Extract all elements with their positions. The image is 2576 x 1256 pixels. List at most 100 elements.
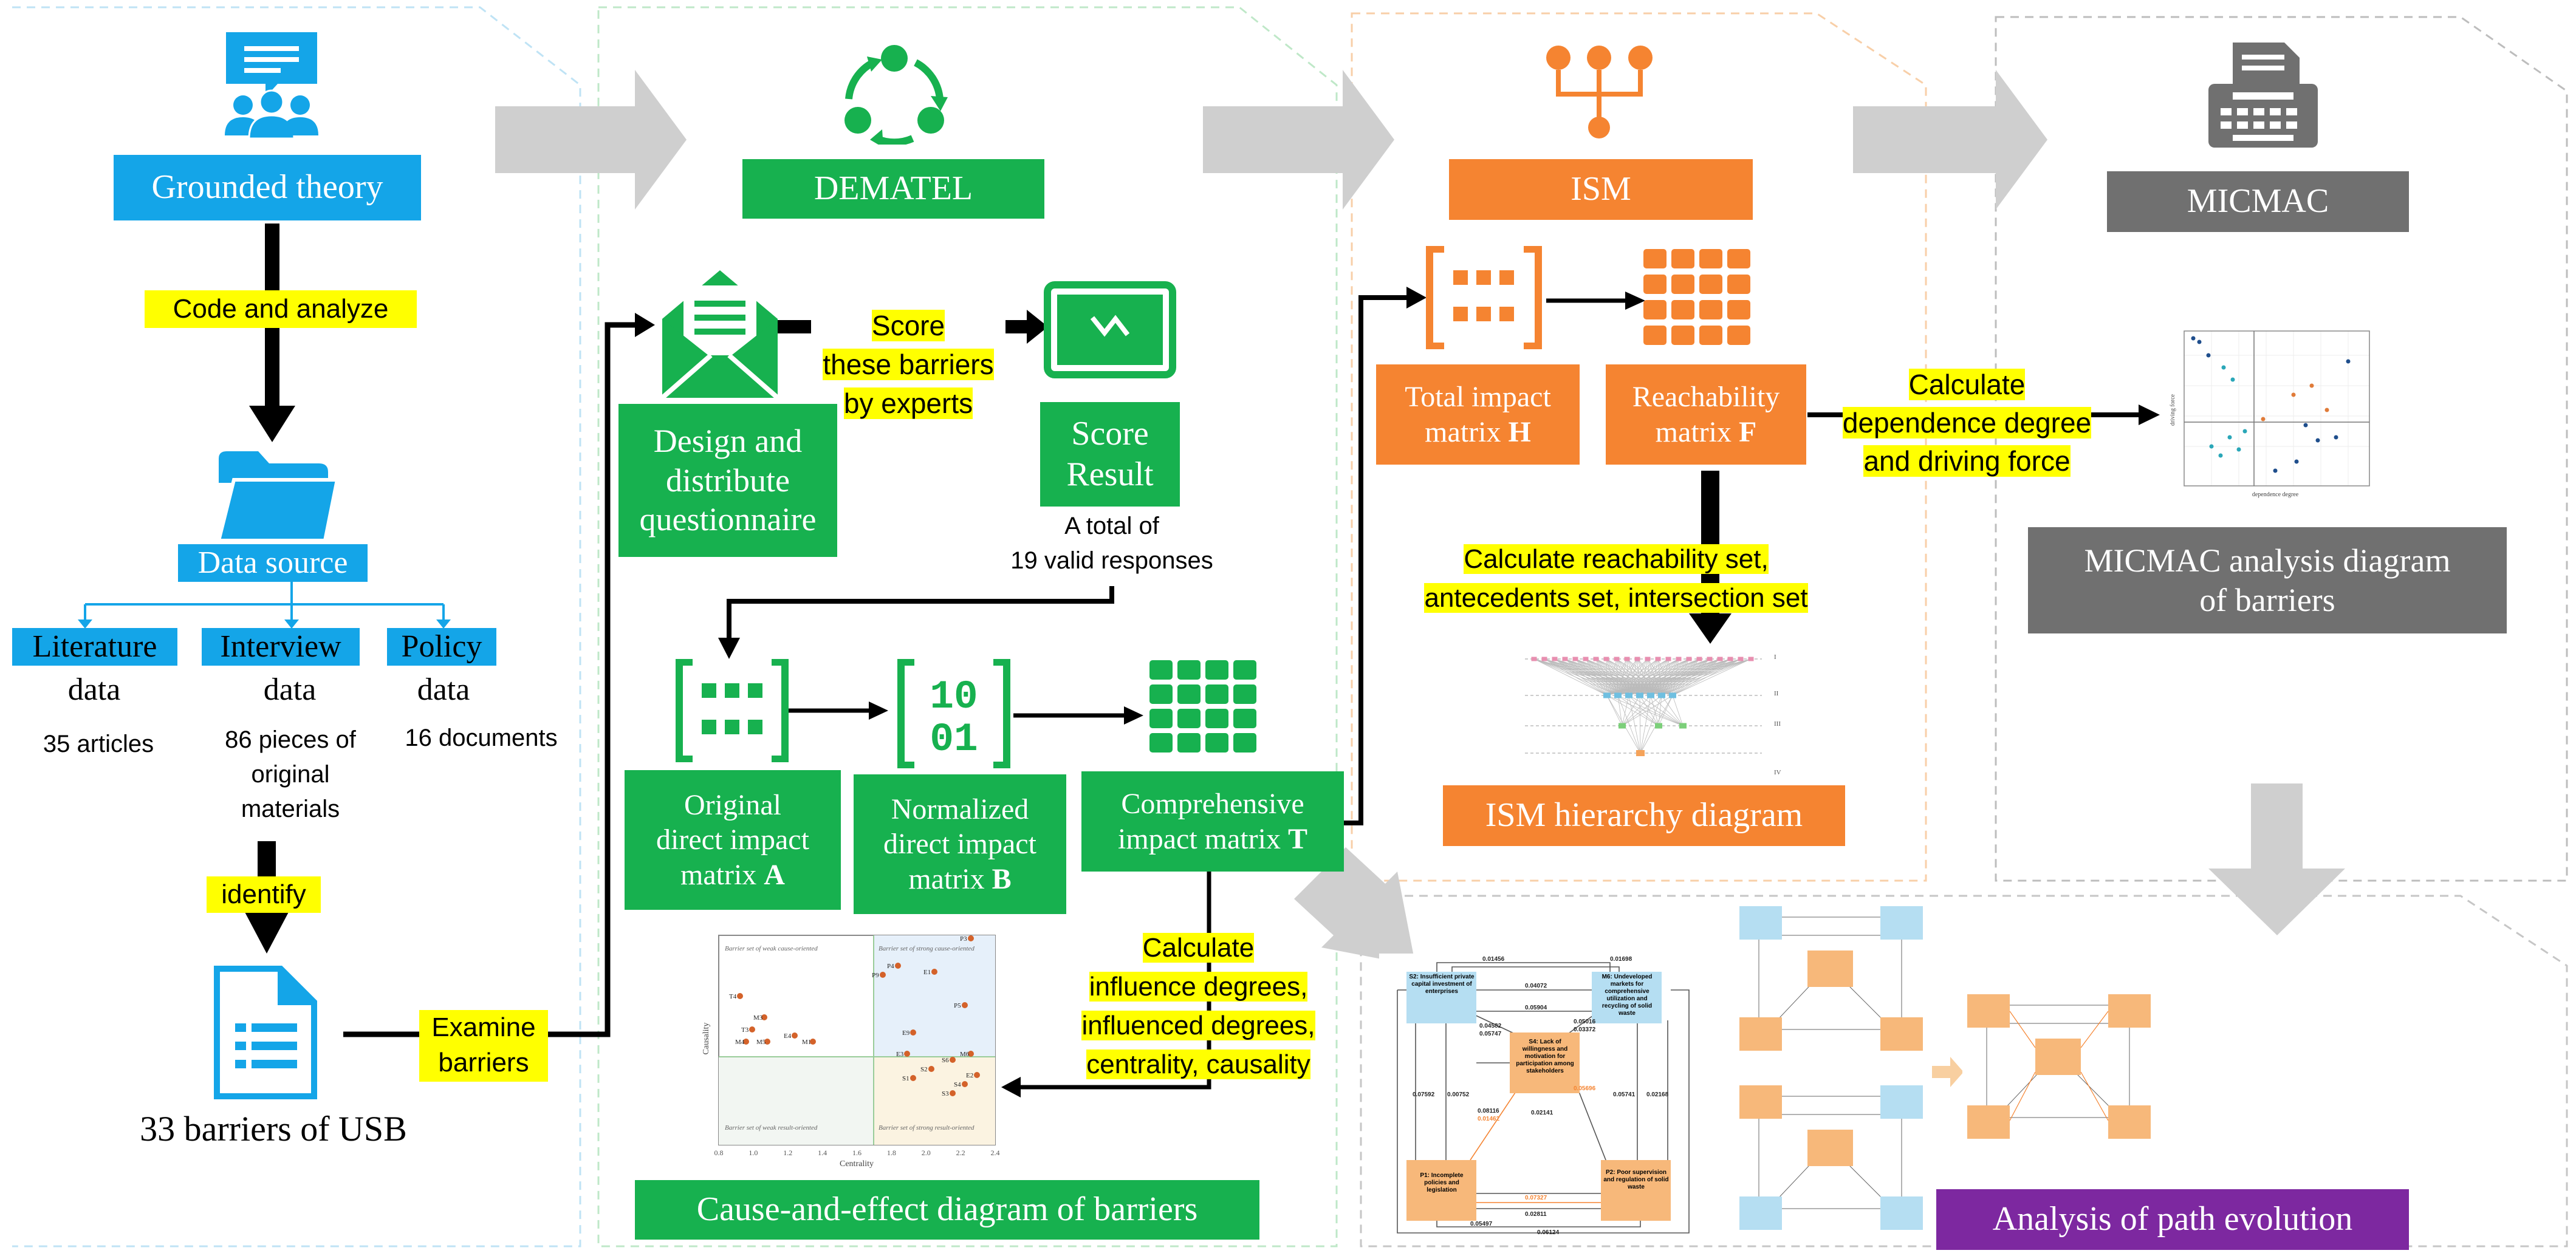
node-s4-rect bbox=[1510, 1032, 1580, 1093]
ism-node bbox=[1593, 657, 1599, 661]
whiteboard-icon bbox=[1044, 281, 1176, 378]
big-arrow-2 bbox=[1203, 70, 1394, 210]
ism-node bbox=[1625, 692, 1632, 698]
level-3: III bbox=[1774, 720, 1781, 728]
scatter-xtick: 1.6 bbox=[852, 1148, 862, 1157]
ism-node bbox=[1748, 657, 1754, 661]
scatter-point bbox=[761, 1014, 767, 1020]
scatter-point-label: E4 bbox=[784, 1032, 792, 1040]
policy-box: Policy bbox=[387, 628, 496, 666]
micmac-point bbox=[2227, 435, 2232, 440]
ism-node bbox=[1696, 657, 1702, 661]
matrix-h-bold: H bbox=[1508, 415, 1531, 448]
matrix-f-box: Reachability matrix F bbox=[1606, 364, 1806, 465]
micmac-point bbox=[2294, 459, 2299, 464]
scatter-point bbox=[962, 1081, 968, 1087]
ism-node bbox=[1645, 657, 1651, 661]
responses-label: A total of 19 valid responses bbox=[1010, 513, 1213, 574]
micmac-point bbox=[2197, 340, 2202, 344]
edge-label-18: 0.02811 bbox=[1525, 1211, 1547, 1218]
edge-label-4: 0.05904 bbox=[1525, 1005, 1547, 1011]
binary-row-1: 10 bbox=[930, 674, 978, 720]
scatter-point-label: M3 bbox=[753, 1014, 763, 1022]
ism-node bbox=[1665, 657, 1671, 661]
interview-box: Interview bbox=[202, 628, 360, 666]
dematel-title: DEMATEL bbox=[742, 159, 1044, 219]
matrix-f-icon bbox=[1643, 249, 1750, 345]
matrix-t-icon bbox=[1149, 660, 1256, 753]
scatter-xtick: 0.8 bbox=[714, 1148, 724, 1157]
scatter-point bbox=[880, 972, 886, 978]
matrix-a-icon bbox=[676, 659, 789, 762]
scatter-point bbox=[974, 1072, 980, 1078]
scatter-xlabel: Centrality bbox=[840, 1159, 874, 1169]
ism-node bbox=[1562, 657, 1568, 661]
micmac-point bbox=[2236, 447, 2241, 452]
ism-node bbox=[1655, 723, 1662, 729]
big-arrow-down bbox=[2208, 783, 2345, 935]
micmac-analysis-box: MICMAC analysis diagram of barriers bbox=[2028, 527, 2507, 633]
ism-node bbox=[1717, 657, 1723, 661]
interview-count: 86 pieces of original materials bbox=[225, 726, 356, 822]
scatter-point bbox=[904, 1051, 910, 1057]
path-thumb-1 bbox=[1735, 899, 1926, 1060]
big-arrow-3 bbox=[1853, 70, 2047, 210]
path-network-main: S2: Insufficient private capital investm… bbox=[1379, 954, 1710, 1236]
scatter-ylabel: Causality bbox=[702, 1023, 711, 1055]
level-1: I bbox=[1774, 654, 1776, 661]
micmac-point bbox=[2291, 392, 2296, 397]
scatter-xtick: 1.4 bbox=[818, 1148, 827, 1157]
big-arrow-diagonal bbox=[1294, 847, 1416, 966]
score-label-text: Score these barriers by experts bbox=[823, 310, 994, 419]
scatter-point-label: E3 bbox=[896, 1051, 904, 1058]
micmac-plot-thumb: dependence degree driving force bbox=[2166, 325, 2376, 498]
ism-node bbox=[1572, 657, 1578, 661]
micmac-point bbox=[2209, 444, 2214, 449]
scatter-point bbox=[764, 1039, 770, 1045]
small-arrow-path bbox=[1932, 1057, 1964, 1087]
matrix-a-text: Original direct impact matrix bbox=[656, 788, 809, 891]
questionnaire-box: Design and distribute questionnaire bbox=[618, 404, 837, 557]
node-m6: M6: Undeveloped markets for comprehensiv… bbox=[1601, 974, 1653, 1017]
ism-node bbox=[1603, 657, 1609, 661]
score-label: Score these barriers by experts bbox=[808, 267, 1009, 419]
matrix-t-bold: T bbox=[1287, 822, 1307, 855]
path-panel-frame bbox=[1360, 895, 2568, 1247]
matrix-t-box: Comprehensive impact matrix T bbox=[1081, 771, 1344, 872]
quad-II-label: Barrier set of weak cause-oriented bbox=[725, 945, 818, 952]
scatter-point bbox=[931, 969, 937, 975]
ism-calc-text: Calculate reachability set, antecedents … bbox=[1424, 544, 1808, 613]
edge-label-13: 0.08116 bbox=[1478, 1108, 1499, 1114]
cycle-icon bbox=[844, 45, 948, 145]
ism-node bbox=[1636, 750, 1645, 756]
edge-label-12: 0.02168 bbox=[1646, 1091, 1669, 1098]
matrix-f-text: Reachability matrix bbox=[1632, 380, 1780, 448]
ism-node bbox=[1738, 657, 1744, 661]
binary-row-2: 01 bbox=[930, 717, 978, 762]
scatter-point-label: M5 bbox=[756, 1039, 766, 1046]
grounded-theory-title: Grounded theory bbox=[114, 155, 421, 220]
scatter-point-label: T3 bbox=[741, 1026, 749, 1034]
micmac-point bbox=[2261, 417, 2266, 422]
ism-title: ISM bbox=[1449, 159, 1753, 220]
barriers-label: 33 barriers of USB bbox=[140, 1109, 407, 1148]
ism-node bbox=[1619, 723, 1626, 729]
ism-node bbox=[1634, 657, 1640, 661]
edge-label-1: 0.01456 bbox=[1482, 956, 1505, 963]
micmac-point bbox=[2206, 353, 2211, 358]
matrix-b-bold: B bbox=[992, 862, 1012, 895]
document-icon bbox=[214, 966, 317, 1099]
level-4: IV bbox=[1774, 769, 1781, 776]
path-evolution-title: Analysis of path evolution bbox=[1936, 1189, 2409, 1250]
node-p2: P2: Poor supervision and regulation of s… bbox=[1603, 1169, 1669, 1190]
scatter-point bbox=[749, 1026, 755, 1032]
edge-label-7: 0.05016 bbox=[1574, 1019, 1596, 1025]
matrix-f-bold: F bbox=[1738, 415, 1757, 448]
ism-node bbox=[1624, 657, 1630, 661]
identify-label: identify bbox=[207, 876, 321, 913]
literature-sub: data bbox=[67, 672, 121, 707]
node-s2: S2: Insufficient private capital investm… bbox=[1409, 974, 1475, 995]
matrix-h-text: Total impact matrix bbox=[1405, 380, 1551, 448]
scatter-point bbox=[968, 1051, 974, 1057]
ism-hierarchy-title: ISM hierarchy diagram bbox=[1443, 785, 1845, 846]
